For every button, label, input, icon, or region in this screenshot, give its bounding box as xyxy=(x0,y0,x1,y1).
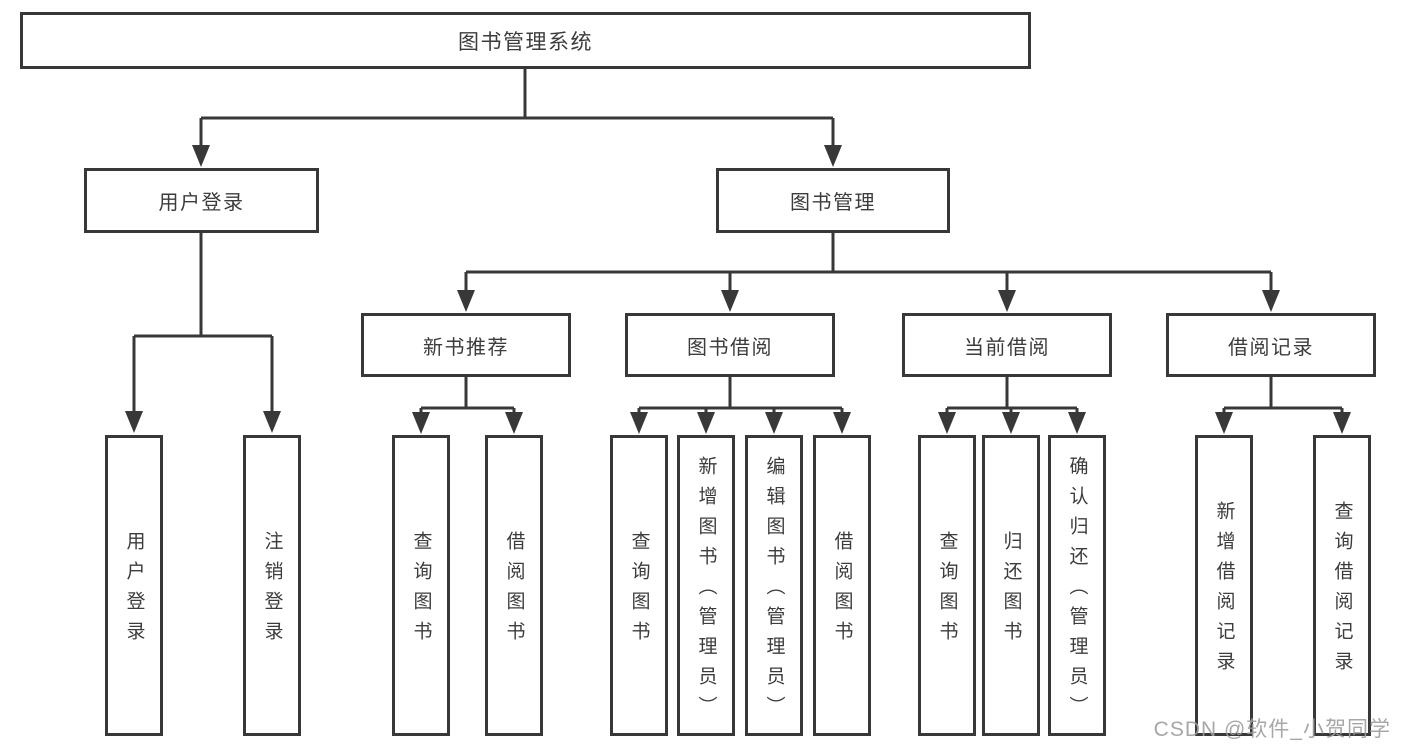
node-label: 新增借阅记录 xyxy=(1213,501,1235,681)
leaf-query-books-current: 查询图书 xyxy=(918,435,976,736)
node-borrowing-records: 借阅记录 xyxy=(1166,313,1376,377)
node-label: 确认归还（管理员） xyxy=(1066,456,1088,726)
leaf-borrow-books-borrowing: 借阅图书 xyxy=(813,435,871,736)
leaf-user-login: 用户登录 xyxy=(105,435,163,736)
leaf-logout: 注销登录 xyxy=(243,435,301,736)
node-label: 图书借阅 xyxy=(687,336,773,359)
leaf-query-books-recommend: 查询图书 xyxy=(392,435,450,736)
leaf-query-books-borrowing: 查询图书 xyxy=(610,435,668,736)
node-library-management-system: 图书管理系统 xyxy=(20,12,1031,69)
leaf-add-book-admin: 新增图书（管理员） xyxy=(677,435,735,736)
node-user-login: 用户登录 xyxy=(84,168,319,233)
node-new-book-recommendation: 新书推荐 xyxy=(361,313,571,377)
node-label: 图书管理系统 xyxy=(458,30,593,54)
node-label: 注销登录 xyxy=(261,531,283,651)
node-label: 用户登录 xyxy=(123,531,145,651)
node-label: 图书管理 xyxy=(790,192,876,214)
node-label: 查询图书 xyxy=(936,531,958,651)
node-label: 新增图书（管理员） xyxy=(695,456,717,726)
node-label: 查询图书 xyxy=(410,531,432,651)
node-label: 查询图书 xyxy=(628,531,650,651)
node-book-management: 图书管理 xyxy=(716,168,950,233)
node-label: 查询借阅记录 xyxy=(1331,501,1353,681)
node-label: 借阅记录 xyxy=(1228,336,1314,359)
node-label: 用户登录 xyxy=(158,192,245,214)
node-label: 新书推荐 xyxy=(423,336,509,359)
leaf-query-borrow-record: 查询借阅记录 xyxy=(1313,435,1371,736)
node-label: 归还图书 xyxy=(1000,531,1022,651)
node-label: 当前借阅 xyxy=(964,336,1050,359)
leaf-confirm-return-admin: 确认归还（管理员） xyxy=(1048,435,1106,736)
leaf-edit-book-admin: 编辑图书（管理员） xyxy=(745,435,803,736)
node-current-borrowing: 当前借阅 xyxy=(902,313,1112,377)
leaf-add-borrow-record: 新增借阅记录 xyxy=(1195,435,1253,736)
node-label: 借阅图书 xyxy=(503,531,525,651)
watermark: CSDN @软件_小贺同学 xyxy=(1153,718,1391,741)
leaf-borrow-books-recommend: 借阅图书 xyxy=(485,435,543,736)
node-label: 编辑图书（管理员） xyxy=(763,456,785,726)
node-book-borrowing: 图书借阅 xyxy=(625,313,835,377)
node-label: 借阅图书 xyxy=(831,531,853,651)
leaf-return-book: 归还图书 xyxy=(982,435,1040,736)
